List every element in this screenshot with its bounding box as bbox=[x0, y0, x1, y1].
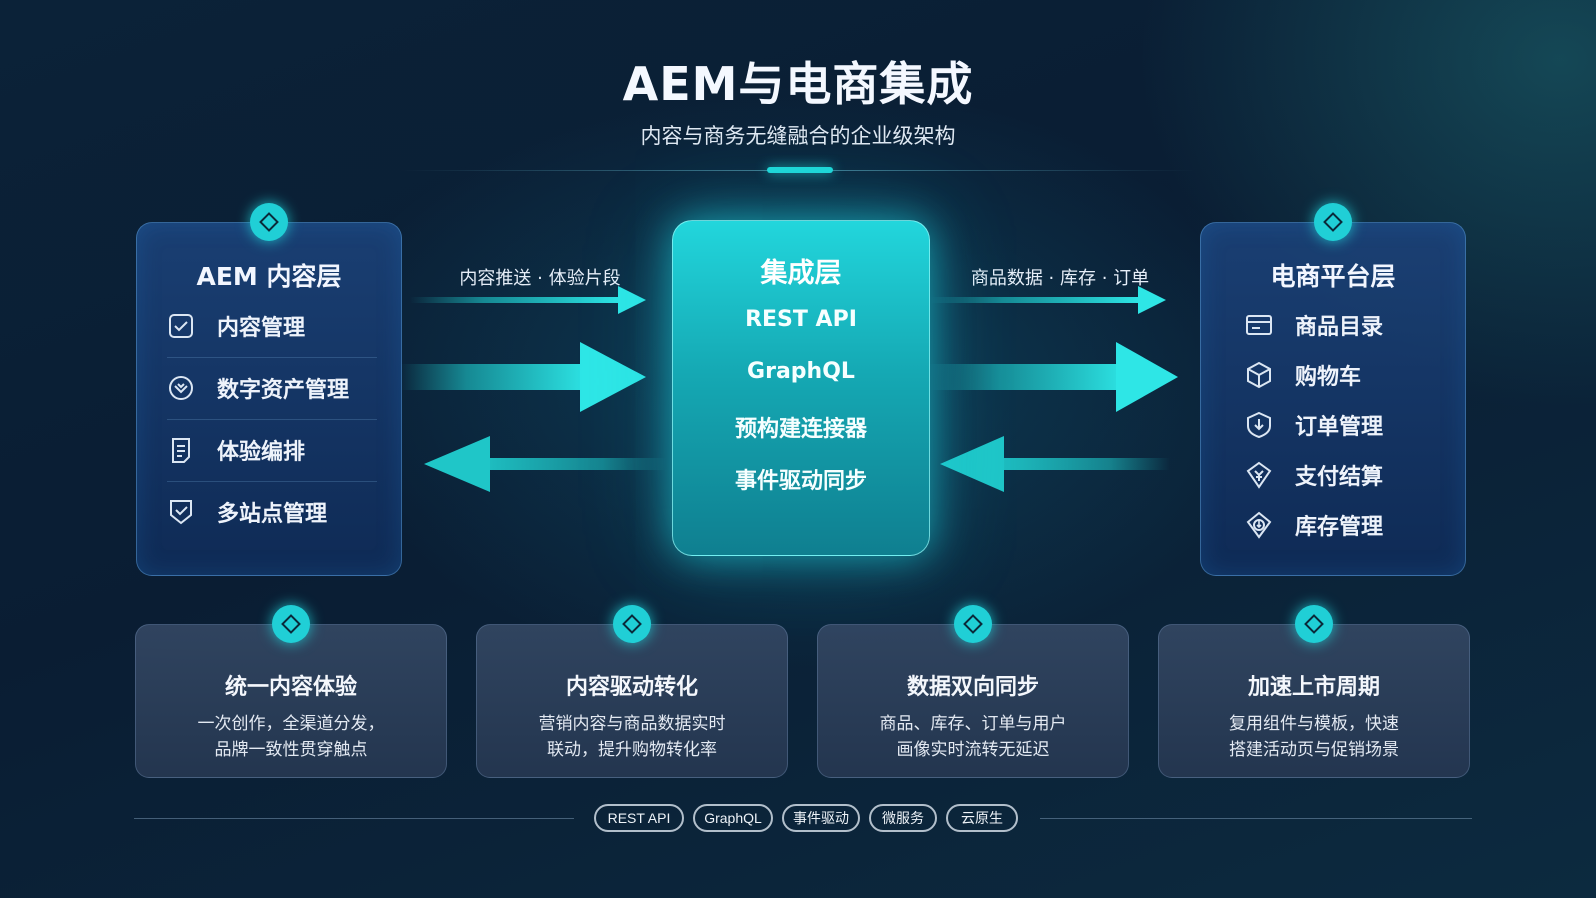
card-title: 数据双向同步 bbox=[906, 675, 1039, 700]
left-item-label: 体验编排 bbox=[217, 440, 306, 465]
thin-arrow-right-left bbox=[410, 286, 646, 314]
card-description: 复用组件与模板，快速 搭建活动页与促销场景 bbox=[1179, 711, 1449, 763]
thin-arrow-right-right bbox=[930, 286, 1166, 314]
thick-arrow-right-left bbox=[400, 342, 646, 412]
right-item-payment-settlement: 支付结算 bbox=[1245, 450, 1445, 500]
diamond-badge-icon bbox=[1314, 203, 1352, 241]
right-panel-title: 电商平台层 bbox=[1270, 262, 1396, 291]
diamond-badge-icon bbox=[954, 605, 992, 643]
left-item-experience-orchestration: 体验编排 bbox=[167, 419, 377, 482]
right-item-label: 库存管理 bbox=[1295, 515, 1384, 540]
right-item-shopping-cart: 购物车 bbox=[1245, 350, 1445, 400]
cube-icon bbox=[1245, 361, 1273, 389]
footer-divider-right bbox=[1040, 818, 1472, 819]
center-title: 集成层 bbox=[760, 258, 842, 289]
tag-graphql: GraphQL bbox=[693, 804, 773, 832]
integration-layer-box: 集成层 REST API GraphQL 预构建连接器 事件驱动同步 bbox=[672, 220, 930, 556]
page-subtitle: 内容与商务无缝融合的企业级架构 bbox=[640, 124, 956, 148]
right-item-label: 商品目录 bbox=[1295, 315, 1384, 340]
card-desc-line: 商品、库存、订单与用户 bbox=[879, 714, 1067, 734]
card-desc-line: 联动，提升购物转化率 bbox=[547, 740, 717, 760]
right-item-order-management: 订单管理 bbox=[1245, 400, 1445, 450]
card-desc-line: 复用组件与模板，快速 bbox=[1229, 714, 1399, 734]
inventory-shield-icon bbox=[1245, 511, 1273, 539]
tag-event-driven: 事件驱动 bbox=[782, 804, 860, 832]
left-panel-title: AEM 内容层 bbox=[196, 262, 342, 291]
center-item-rest-api: REST API bbox=[745, 307, 857, 332]
left-arrow-label: 内容推送 · 体验片段 bbox=[459, 268, 621, 289]
header-accent-bar bbox=[767, 167, 833, 173]
card-desc-line: 搭建活动页与促销场景 bbox=[1229, 740, 1399, 760]
right-item-label: 支付结算 bbox=[1295, 465, 1384, 490]
flow-arrows bbox=[400, 286, 1178, 492]
card-title: 内容驱动转化 bbox=[565, 675, 698, 700]
checkbox-icon bbox=[167, 312, 195, 340]
catalog-icon bbox=[1245, 311, 1273, 339]
diamond-badge-icon bbox=[1295, 605, 1333, 643]
left-item-multi-site-management: 多站点管理 bbox=[167, 481, 377, 543]
ecommerce-platform-layer-panel: 电商平台层 商品目录 购物车 订单管理 支付结算 库存管理 bbox=[1200, 203, 1466, 576]
right-item-inventory-management: 库存管理 bbox=[1245, 500, 1445, 550]
document-icon bbox=[167, 436, 195, 464]
thick-arrow-right-right bbox=[928, 342, 1178, 412]
right-item-label: 购物车 bbox=[1295, 365, 1362, 390]
order-shield-icon bbox=[1245, 411, 1273, 439]
center-item-connectors: 预构建连接器 bbox=[734, 417, 867, 442]
arrow-left-left bbox=[424, 436, 666, 492]
left-item-digital-asset-management: 数字资产管理 bbox=[167, 357, 377, 420]
diamond-badge-icon bbox=[613, 605, 651, 643]
arrow-left-right bbox=[940, 436, 1170, 492]
card-desc-line: 营销内容与商品数据实时 bbox=[538, 714, 726, 734]
card-description: 商品、库存、订单与用户 画像实时流转无延迟 bbox=[838, 711, 1108, 763]
diamond-badge-icon bbox=[250, 203, 288, 241]
center-item-graphql: GraphQL bbox=[747, 359, 855, 384]
footer-divider-left bbox=[134, 818, 574, 819]
left-item-content-management: 内容管理 bbox=[167, 295, 377, 358]
card-desc-line: 画像实时流转无延迟 bbox=[896, 740, 1050, 760]
right-item-product-catalog: 商品目录 bbox=[1245, 300, 1445, 350]
center-item-event-sync: 事件驱动同步 bbox=[734, 469, 867, 494]
card-description: 一次创作，全渠道分发， 品牌一致性贯穿触点 bbox=[156, 711, 426, 763]
card-desc-line: 品牌一致性贯穿触点 bbox=[214, 740, 368, 760]
tag-rest-api: REST API bbox=[594, 804, 684, 832]
right-item-label: 订单管理 bbox=[1295, 415, 1384, 440]
card-title: 统一内容体验 bbox=[224, 675, 357, 700]
tag-microservices: 微服务 bbox=[869, 804, 937, 832]
left-item-label: 多站点管理 bbox=[217, 502, 328, 527]
card-bidirectional-data-sync: 数据双向同步 商品、库存、订单与用户 画像实时流转无延迟 bbox=[817, 605, 1129, 778]
tag-cloud-native: 云原生 bbox=[946, 804, 1018, 832]
card-desc-line: 一次创作，全渠道分发， bbox=[197, 714, 385, 734]
card-description: 营销内容与商品数据实时 联动，提升购物转化率 bbox=[497, 711, 767, 763]
card-content-driven-conversion: 内容驱动转化 营销内容与商品数据实时 联动，提升购物转化率 bbox=[476, 605, 788, 778]
diamond-badge-icon bbox=[272, 605, 310, 643]
aem-content-layer-panel: AEM 内容层 内容管理 数字资产管理 体验编排 多站点管理 bbox=[136, 203, 402, 576]
shield-check-icon bbox=[167, 498, 195, 526]
card-title: 加速上市周期 bbox=[1247, 675, 1380, 700]
payment-shield-icon bbox=[1245, 461, 1273, 489]
card-accelerate-time-to-market: 加速上市周期 复用组件与模板，快速 搭建活动页与促销场景 bbox=[1158, 605, 1470, 778]
right-arrow-label: 商品数据 · 库存 · 订单 bbox=[970, 268, 1150, 289]
asset-circle-icon bbox=[167, 374, 195, 402]
card-unified-content-experience: 统一内容体验 一次创作，全渠道分发， 品牌一致性贯穿触点 bbox=[135, 605, 447, 778]
left-item-label: 数字资产管理 bbox=[217, 378, 350, 403]
left-item-label: 内容管理 bbox=[217, 316, 306, 341]
page-title: AEM与电商集成 bbox=[622, 57, 974, 111]
